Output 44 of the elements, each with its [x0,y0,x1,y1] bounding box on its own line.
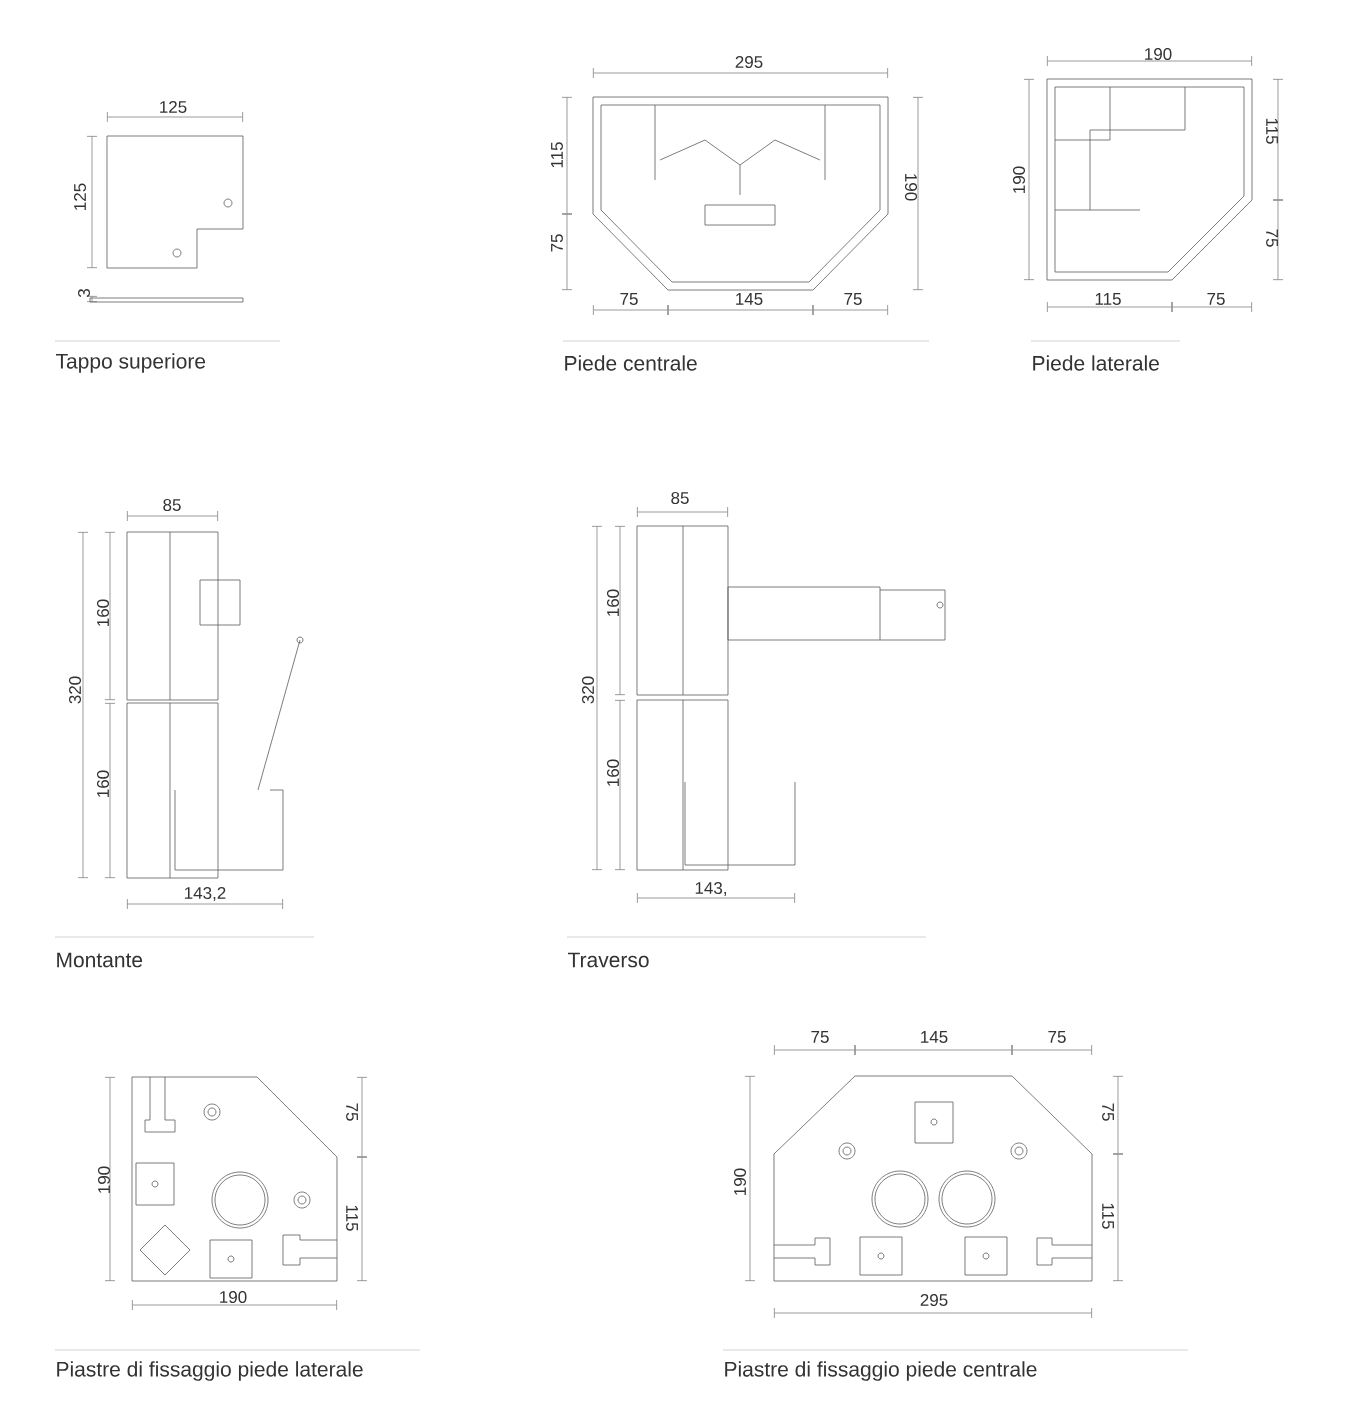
dimension-text: 190 [734,1168,746,1195]
dimension-text: 160 [607,589,619,616]
dimension-text: 295 [920,1294,948,1306]
caption-text: Piede laterale [1033,355,1159,371]
dimension-text: 75 [1266,229,1278,247]
dimension-text: 125 [160,101,187,113]
dimension-text: 190 [220,1291,247,1303]
caption-text: Piede centrale [565,355,697,371]
dimension-text: 160 [607,759,619,786]
dimension-text: 85 [671,492,689,504]
dimension-text: 75 [1048,1031,1066,1043]
dimension-text: 320 [69,676,81,704]
caption-text: Piastre di fissaggio piede laterale [57,1361,363,1381]
dimension-text: 75 [1102,1103,1114,1121]
caption-text: Tappo superiore [55,353,206,373]
dimension-text: 75 [551,234,563,252]
dimension-text: 190 [905,174,917,201]
dimension-text: 125 [74,183,86,210]
dimension-text: 85 [163,499,181,511]
dimension-text: 160 [97,770,109,797]
dimension-text: 75 [844,293,862,305]
dimension-text: 115 [1095,293,1121,305]
dimension-text: 75 [346,1103,358,1121]
dimension-text: 145 [921,1031,948,1043]
dimension-text: 145 [736,293,763,305]
dimension-text: 75 [811,1031,829,1043]
dimension-text: 190 [1013,166,1025,193]
dimension-text: 160 [97,599,109,626]
dimension-text: 320 [582,676,594,704]
dimension-text: 75 [1207,293,1225,305]
caption-text: Montante [57,952,143,968]
dimension-text: 295 [735,56,763,68]
dimension-text: 115 [551,142,563,168]
dimension-text: 115 [346,1205,358,1231]
dimension-text: 190 [1145,48,1172,60]
dimension-text: 143,2 [185,887,226,901]
dimension-text: 115 [1266,118,1278,144]
dimension-text: 143, [695,882,726,896]
dimension-text: 3 [78,289,90,298]
dimension-text: 115 [1102,1203,1114,1229]
caption-text: Traverso [567,952,649,968]
caption-text: Piastre di fissaggio piede centrale [725,1361,1037,1381]
dimension-text: 190 [98,1166,110,1193]
dimension-text: 75 [620,293,638,305]
